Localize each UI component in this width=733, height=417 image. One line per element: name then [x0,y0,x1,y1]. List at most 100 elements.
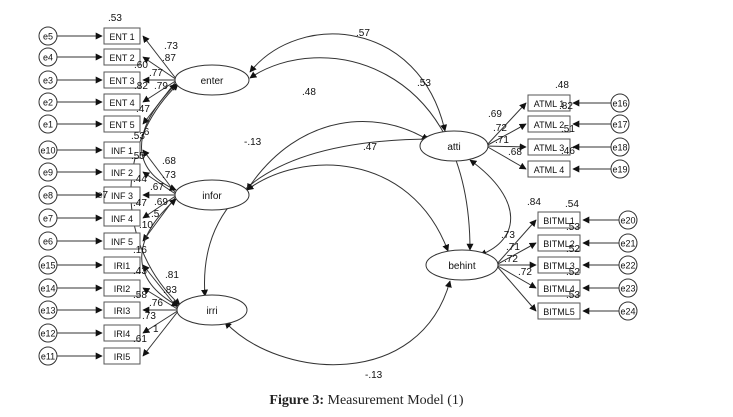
indicator-label: BITML3 [543,261,575,271]
estimate-label: .73 [164,41,178,52]
estimate-label: .72 [493,123,507,134]
error-term-e7 [38,208,58,228]
latent-enter [174,64,250,96]
estimate-label: .5 [151,209,160,220]
indicator-label: IRI3 [114,306,131,316]
error-label: e10 [40,146,55,156]
error-term-e14 [38,278,58,298]
indicator-label: ENT 1 [109,32,134,42]
indicator-label: ATML 1 [534,99,565,109]
indicator-box [103,279,141,297]
estimate-label: .87 [162,53,176,64]
loading-arrow [495,242,537,266]
indicator-label: IRI4 [114,329,131,339]
indicator-label: INF 1 [111,146,133,156]
indicator-label: ENT 3 [109,76,134,86]
estimate-label: .72 [518,267,532,278]
indicator-label: INF 3 [111,191,133,201]
estimate-label: .71 [495,135,509,146]
error-term-e22 [618,255,638,275]
covariance-arrow [469,159,512,257]
indicator-box [527,138,571,156]
correlation-label: .84 [527,197,541,208]
estimate-label: .53 [566,290,580,301]
indicator-label: ATML 2 [534,120,565,130]
estimate-label: .72 [504,254,518,265]
indicator-label: ENT 4 [109,98,134,108]
latent-irri [176,294,248,326]
covariance-arrow [249,57,474,251]
error-label: e15 [40,261,55,271]
estimate-label: .83 [163,285,177,296]
latent-behint [425,249,499,281]
estimate-label: .53 [131,131,145,142]
error-term-e17 [610,114,630,134]
error-label: e14 [40,284,55,294]
estimate-label: .54 [565,199,579,210]
estimate-label: .60 [134,60,148,71]
loading-arrow [142,35,178,81]
loading-arrow [485,143,527,151]
indicator-box [527,160,571,178]
covariance-arrow [201,135,433,297]
loading-arrow [142,309,180,357]
indicator-label: ENT 5 [109,120,134,130]
error-term-e20 [618,210,638,230]
estimate-label: .53 [566,222,580,233]
estimate-label: .67 [150,182,164,193]
indicator-label: INF 4 [111,214,133,224]
error-term-e15 [38,255,58,275]
loading-arrow [495,264,537,289]
error-label: e18 [612,143,627,153]
latent-label-behint: behint [448,261,475,272]
error-label: e1 [43,120,53,130]
estimate-label: .43 [133,266,147,277]
error-label: e23 [620,284,635,294]
loading-arrow [485,102,527,147]
error-label: e12 [40,329,55,339]
estimate-label: .44 [133,174,147,185]
error-term-e12 [38,323,58,343]
figure-caption: Figure 3: Measurement Model (1) [0,393,733,409]
error-term-e16 [610,93,630,113]
estimate-label: .53 [108,13,122,24]
indicator-label: ENT 2 [109,53,134,63]
loading-arrow [142,56,178,81]
error-label: e4 [43,53,53,63]
estimate-label: .69 [154,197,168,208]
loading-arrow [495,264,537,312]
indicator-box [537,234,581,252]
correlation-label: .53 [417,78,431,89]
indicator-label: BITML1 [543,216,575,226]
correlation-label: -.13 [365,370,383,381]
error-label: e21 [620,239,635,249]
error-term-e8 [38,185,58,205]
covariance-arrow [141,198,179,307]
figure-title: Measurement Model (1) [327,393,464,408]
estimate-label: .77 [149,68,163,79]
loading-arrow [485,145,527,170]
error-term-e13 [38,300,58,320]
error-label: e24 [620,307,635,317]
estimate-label: .48 [555,80,569,91]
error-term-e24 [618,301,638,321]
error-term-e5 [38,26,58,46]
error-label: e9 [43,168,53,178]
indicator-label: IRI1 [114,261,131,271]
estimate-label: .79 [154,81,168,92]
error-label: e11 [41,352,55,362]
indicator-label: BITML5 [543,307,575,317]
indicator-box [103,141,141,159]
latent-label-atti: atti [447,142,460,153]
error-term-e2 [38,92,58,112]
covariance-arrow [141,83,177,191]
estimate-label: .10 [139,220,153,231]
error-term-e11 [38,346,58,366]
loading-arrow [142,309,180,334]
loading-arrow [485,123,527,147]
covariance-arrow [249,33,448,132]
indicator-label: BITML4 [543,284,575,294]
estimate-label: .52 [566,267,580,278]
indicator-box [103,186,141,204]
